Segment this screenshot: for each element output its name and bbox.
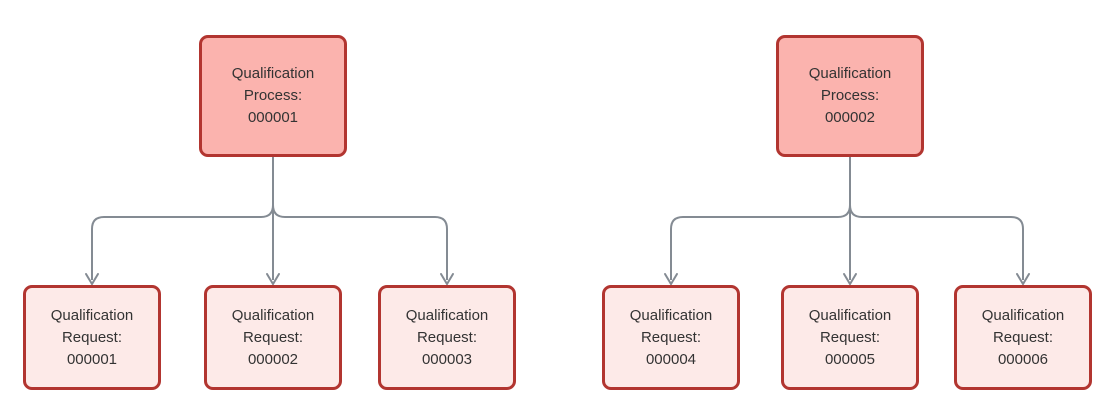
node-qualification-process-000001: Qualification Process: 000001: [199, 35, 347, 157]
node-number-text: 000002: [247, 350, 299, 368]
arrowhead-request3: [440, 273, 454, 286]
node-number-text: 000001: [66, 350, 118, 368]
node-type-text: Qualification Request:: [629, 306, 713, 346]
node-number-text: 000004: [645, 350, 697, 368]
node-label: Qualification Request: 000004: [612, 305, 730, 371]
node-number-text: 000001: [247, 109, 299, 126]
node-type-text: Qualification Request:: [50, 306, 134, 346]
node-label: Qualification Request: 000002: [214, 305, 332, 371]
edge-process2-request4: [670, 157, 851, 280]
node-label: Qualification Process: 000001: [214, 63, 332, 129]
node-qualification-request-000004: Qualification Request: 000004: [602, 285, 740, 390]
node-qualification-request-000002: Qualification Request: 000002: [204, 285, 342, 390]
edge-process2-request6: [849, 157, 1024, 280]
arrowhead-request6: [1016, 273, 1030, 286]
node-type-text: Qualification Request:: [231, 306, 315, 346]
node-label: Qualification Request: 000005: [791, 305, 909, 371]
node-qualification-request-000005: Qualification Request: 000005: [781, 285, 919, 390]
node-label: Qualification Request: 000003: [388, 305, 506, 371]
edges-tree-2: [664, 157, 1030, 286]
node-type-text: Qualification Process:: [231, 65, 315, 104]
node-qualification-process-000002: Qualification Process: 000002: [776, 35, 924, 157]
node-label: Qualification Request: 000006: [964, 305, 1082, 371]
node-type-text: Qualification Request:: [405, 306, 489, 346]
node-qualification-request-000003: Qualification Request: 000003: [378, 285, 516, 390]
node-qualification-request-000006: Qualification Request: 000006: [954, 285, 1092, 390]
edge-process1-request1: [91, 157, 274, 280]
node-type-text: Qualification Request:: [981, 306, 1065, 346]
edge-process1-request3: [272, 157, 448, 280]
node-number-text: 000006: [997, 350, 1049, 368]
arrowhead-request4: [664, 273, 678, 286]
arrowhead-request5: [843, 273, 857, 286]
node-type-text: Qualification Process:: [808, 65, 892, 104]
node-number-text: 000003: [421, 350, 473, 368]
node-type-text: Qualification Request:: [808, 306, 892, 346]
arrowhead-request1: [85, 273, 99, 286]
node-number-text: 000002: [824, 109, 876, 126]
node-number-text: 000005: [824, 350, 876, 368]
arrowhead-request2: [266, 273, 280, 286]
node-qualification-request-000001: Qualification Request: 000001: [23, 285, 161, 390]
edges-tree-1: [85, 157, 454, 286]
node-label: Qualification Process: 000002: [791, 63, 909, 129]
node-label: Qualification Request: 000001: [33, 305, 151, 371]
